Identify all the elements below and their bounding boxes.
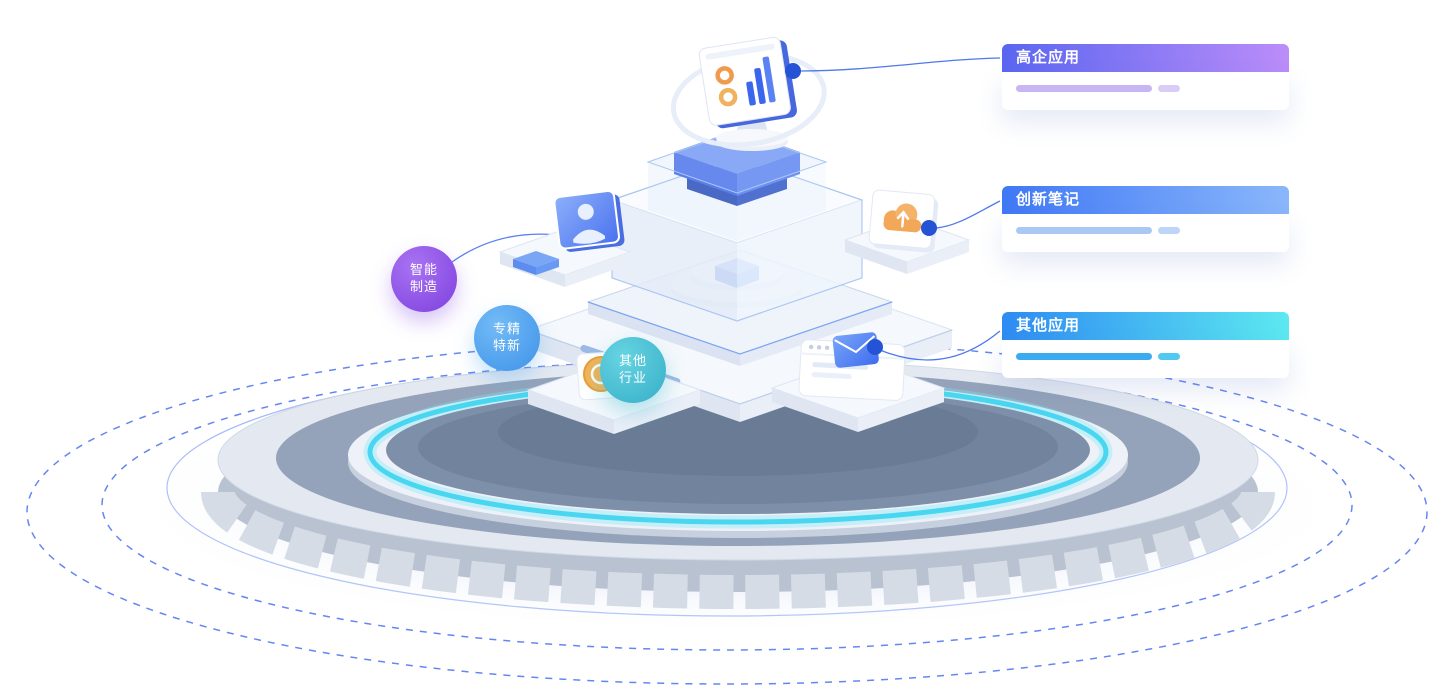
callout-title: 其他应用	[1002, 312, 1289, 340]
cloud-upload-icon	[868, 189, 939, 253]
badge-label-line: 其他	[618, 353, 647, 369]
callout-card-other-apps: 其他应用	[1002, 312, 1289, 378]
badge-label-line: 专精	[492, 321, 521, 337]
placeholder-bar-short	[1158, 227, 1180, 234]
callout-card-innovation-notes: 创新笔记	[1002, 186, 1289, 252]
cloud-upload-card	[843, 189, 971, 274]
badge-label-line: 制造	[409, 279, 438, 294]
user-icon	[553, 189, 625, 252]
mail-icon	[832, 332, 879, 368]
badge-smart-manufacturing: 智能 制造	[391, 246, 457, 312]
placeholder-bar-long	[1016, 85, 1152, 92]
placeholder-bar-long	[1016, 353, 1152, 360]
badge-label-line: 智能	[409, 262, 438, 278]
callout-body	[1002, 72, 1289, 110]
callout-title: 创新笔记	[1002, 186, 1289, 214]
callout-body	[1002, 340, 1289, 378]
callout-card-hightech-apps: 高企应用	[1002, 44, 1289, 110]
badge-label-line: 特新	[492, 338, 521, 353]
badge-label-line: 行业	[618, 370, 647, 385]
callout-title: 高企应用	[1002, 44, 1289, 72]
connector-lines	[800, 57, 1001, 361]
connector-dots	[785, 63, 937, 355]
monitor-bar-chart-icon	[670, 36, 827, 151]
user-screen-card	[498, 189, 632, 287]
badge-specialized-new: 专精 特新	[474, 305, 540, 371]
placeholder-bar-short	[1158, 85, 1180, 92]
callout-body	[1002, 214, 1289, 252]
placeholder-bar-short	[1158, 353, 1180, 360]
platform-base	[118, 359, 1358, 635]
mail-browser-card	[770, 332, 946, 432]
placeholder-bar-long	[1016, 227, 1152, 234]
badge-other-industries: 其他 行业	[600, 337, 666, 403]
